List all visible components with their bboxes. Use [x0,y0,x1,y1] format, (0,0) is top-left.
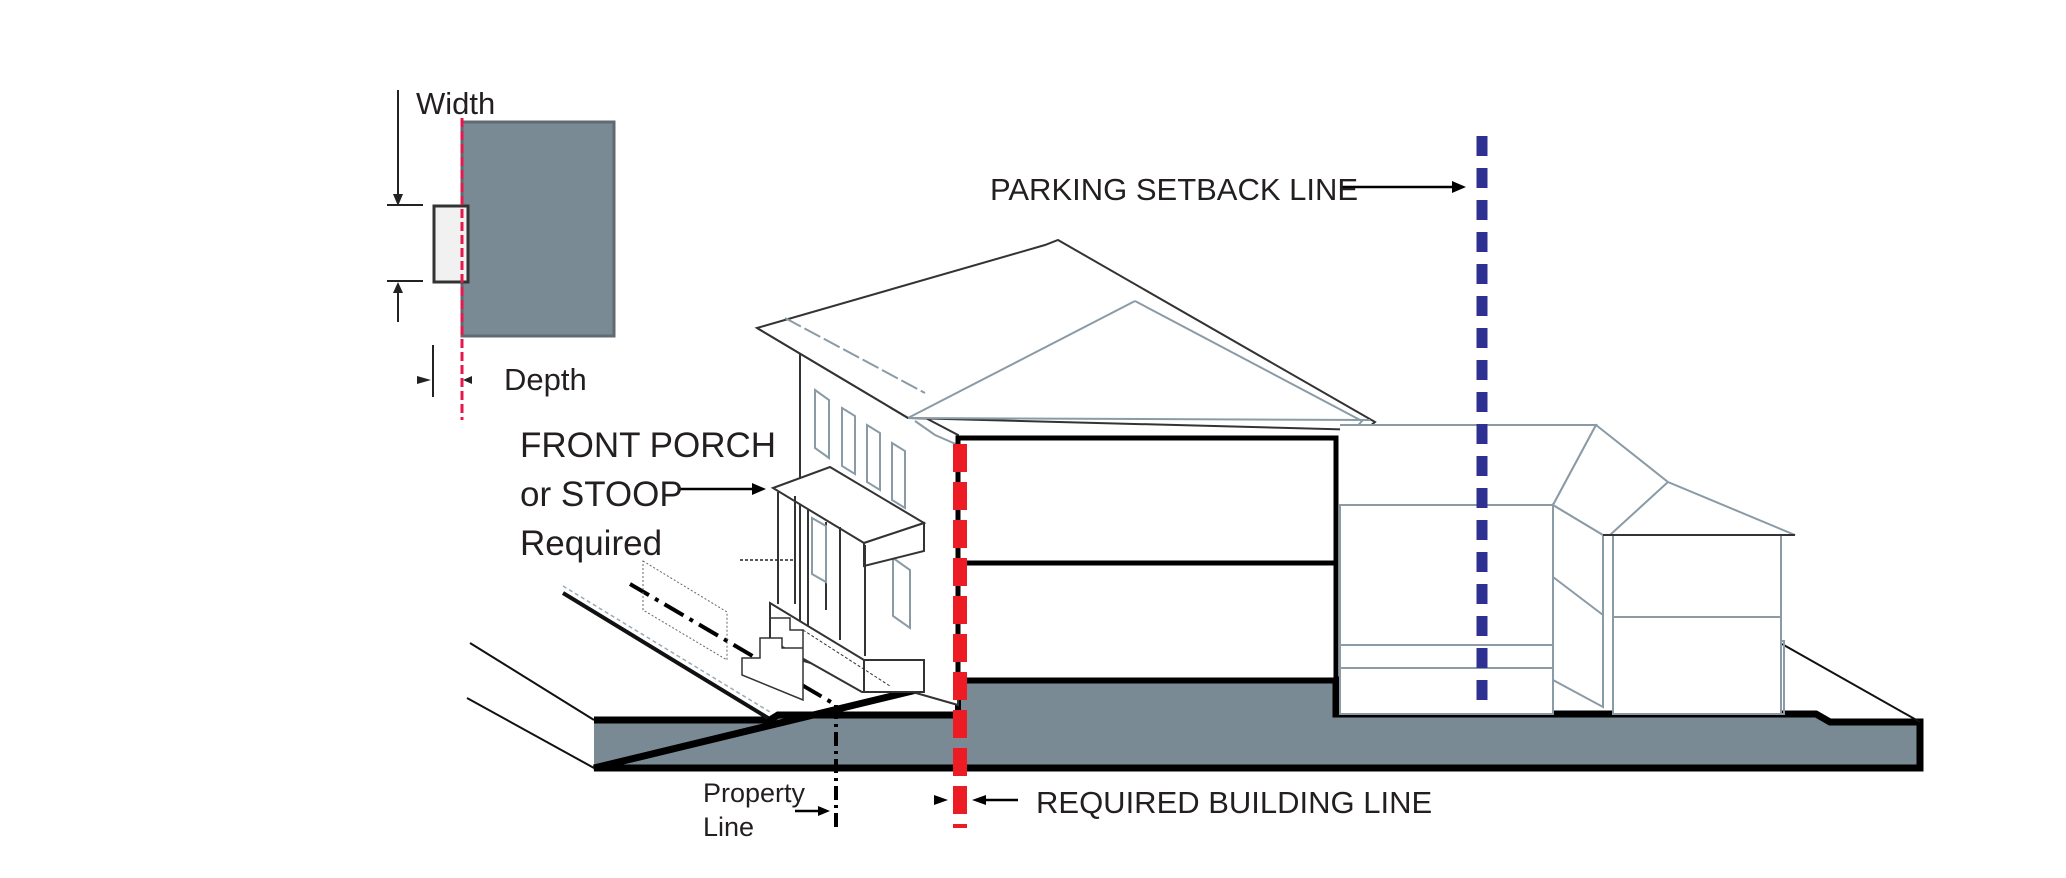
width-arrowhead-down [393,194,403,206]
roof-hip-ridge [907,300,1136,419]
rear-house-side [1552,503,1604,709]
street-curb-inner [562,585,771,713]
lot-section-fill [594,680,1920,768]
building-line-arrowhead-left [972,795,986,805]
side-window-1 [814,388,830,460]
roof-left-fascia [756,327,909,419]
parking-setback-label: PARKING SETBACK LINE [990,172,1358,207]
rear-house-front [1612,534,1782,715]
front-porch-label-line2: or STOOP [520,475,683,514]
porch-stairs [741,617,804,702]
front-porch-label-line3: Required [520,524,662,563]
main-house [642,238,1377,707]
width-label: Width [416,86,495,121]
plan-building-footprint [460,120,616,338]
depth-label: Depth [504,362,587,397]
callout-arrows [678,181,1466,816]
rear-house-roof-hip [1609,481,1669,536]
porch-stair-rail [802,629,891,687]
front-yard-low-wall [642,560,728,661]
side-window-3 [866,423,881,492]
side-window-5 [892,556,911,630]
depth-arrowhead-right [417,376,431,384]
property-line-label-line1: Property [703,778,806,808]
front-porch [642,465,927,702]
building-line-arrowhead-right [934,795,948,805]
plan-inset: Width Depth [387,86,616,420]
lot-edge-perspective-2 [466,697,595,769]
house-front-section [955,435,1339,683]
lot-edge-perspective-right [1781,643,1921,723]
width-arrowhead-up [393,282,403,293]
property-line-label-line2: Line [703,812,754,842]
lot-slab [466,582,1924,772]
roof-gable-line [784,317,926,394]
street-curb-line [561,591,770,720]
porch-door [811,516,827,584]
rear-house-side-mid [1552,576,1604,616]
lot-edge-perspective-1 [469,642,595,721]
front-porch-label-line1: FRONT PORCH [520,426,776,465]
lot-section-outline [593,676,1924,772]
rear-garage-wall [1339,504,1554,715]
parking-arrowhead [1452,181,1466,193]
rear-house-roof [1551,423,1796,536]
property-arrowhead [818,806,830,816]
roof-eave [907,417,1371,421]
rear-structure [1339,423,1796,715]
porch-arrowhead [752,483,766,495]
required-building-line-label: REQUIRED BUILDING LINE [1036,785,1432,820]
depth-arrowhead-left [463,376,472,384]
roof-left-hip-tip [914,420,959,446]
side-window-2 [841,406,856,476]
rear-garage-roof [1340,424,1598,506]
side-window-4 [891,441,906,510]
